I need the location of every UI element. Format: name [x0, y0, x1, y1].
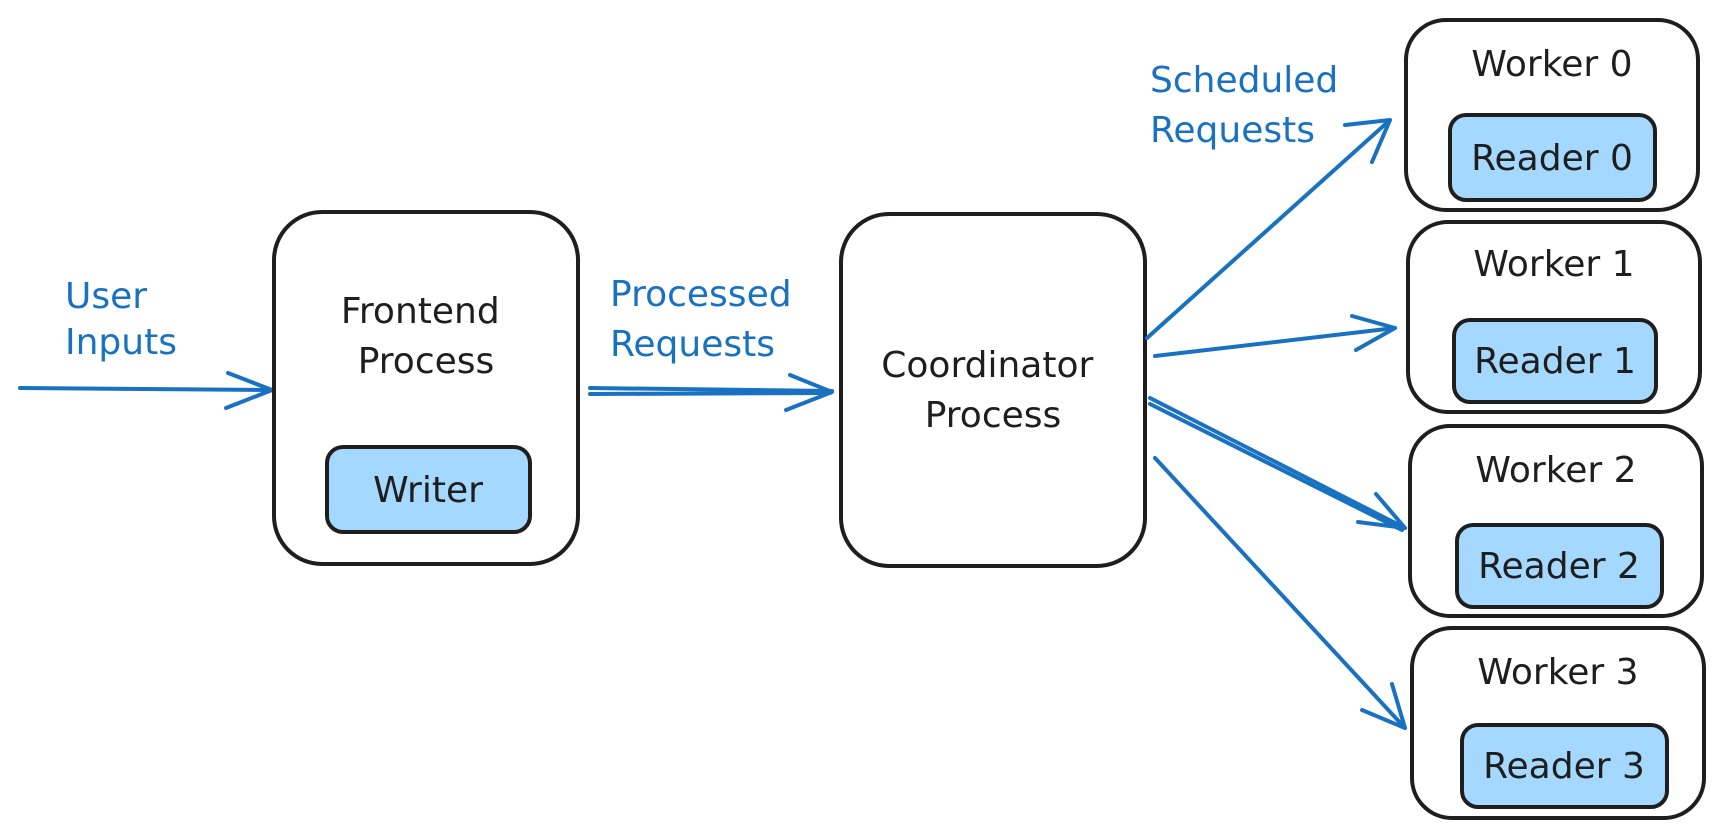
user-inputs-line-1: User [65, 276, 147, 317]
writer-label: Writer [373, 470, 483, 511]
frontend-title: Frontend Process [341, 291, 511, 382]
reader-1-label: Reader 1 [1474, 341, 1636, 382]
scheduled-requests-line-1: Scheduled [1150, 60, 1338, 101]
arrow-frontend-to-coordinator [588, 373, 834, 412]
writer-node: Writer [325, 445, 532, 534]
worker-node-1: Worker 1 Reader 1 [1406, 220, 1702, 414]
processed-requests-label: Processed Requests [610, 274, 803, 365]
reader-node-0: Reader 0 [1448, 113, 1657, 202]
worker-2-label: Worker 2 [1475, 450, 1636, 491]
frontend-title-line-1: Frontend [341, 291, 500, 332]
worker-node-2: Worker 2 Reader 2 [1408, 424, 1704, 618]
coordinator-process-node: Coordinator Process [839, 212, 1147, 568]
processed-requests-line-2: Requests [610, 324, 775, 365]
coordinator-title-line-1: Coordinator [881, 345, 1093, 386]
arrow-user-to-frontend [18, 371, 274, 410]
user-inputs-line-2: Inputs [65, 322, 177, 363]
user-inputs-label: User Inputs [65, 276, 177, 363]
arrow-coordinator-to-worker-1 [1153, 314, 1397, 358]
scheduled-requests-label: Scheduled Requests [1150, 60, 1350, 151]
processed-requests-line-1: Processed [610, 274, 792, 315]
reader-2-label: Reader 2 [1478, 546, 1640, 587]
reader-node-3: Reader 3 [1460, 723, 1669, 809]
worker-node-0: Worker 0 Reader 0 [1404, 18, 1700, 212]
scheduled-requests-line-2: Requests [1150, 110, 1315, 151]
coordinator-title: Coordinator Process [881, 345, 1104, 436]
reader-3-label: Reader 3 [1483, 746, 1645, 787]
arrow-coordinator-to-worker-2 [1148, 396, 1407, 532]
arrow-coordinator-to-worker-3 [1153, 456, 1407, 730]
reader-node-1: Reader 1 [1452, 318, 1658, 404]
frontend-process-node: Frontend Process Writer [272, 210, 580, 566]
arrow-coordinator-to-worker-0 [1145, 118, 1392, 340]
coordinator-title-line-2: Process [925, 395, 1062, 436]
reader-node-2: Reader 2 [1455, 523, 1664, 609]
worker-1-label: Worker 1 [1473, 244, 1634, 285]
frontend-title-line-2: Process [358, 341, 495, 382]
worker-node-3: Worker 3 Reader 3 [1410, 626, 1706, 820]
reader-0-label: Reader 0 [1471, 138, 1633, 179]
worker-0-label: Worker 0 [1471, 44, 1632, 85]
worker-3-label: Worker 3 [1477, 652, 1638, 693]
